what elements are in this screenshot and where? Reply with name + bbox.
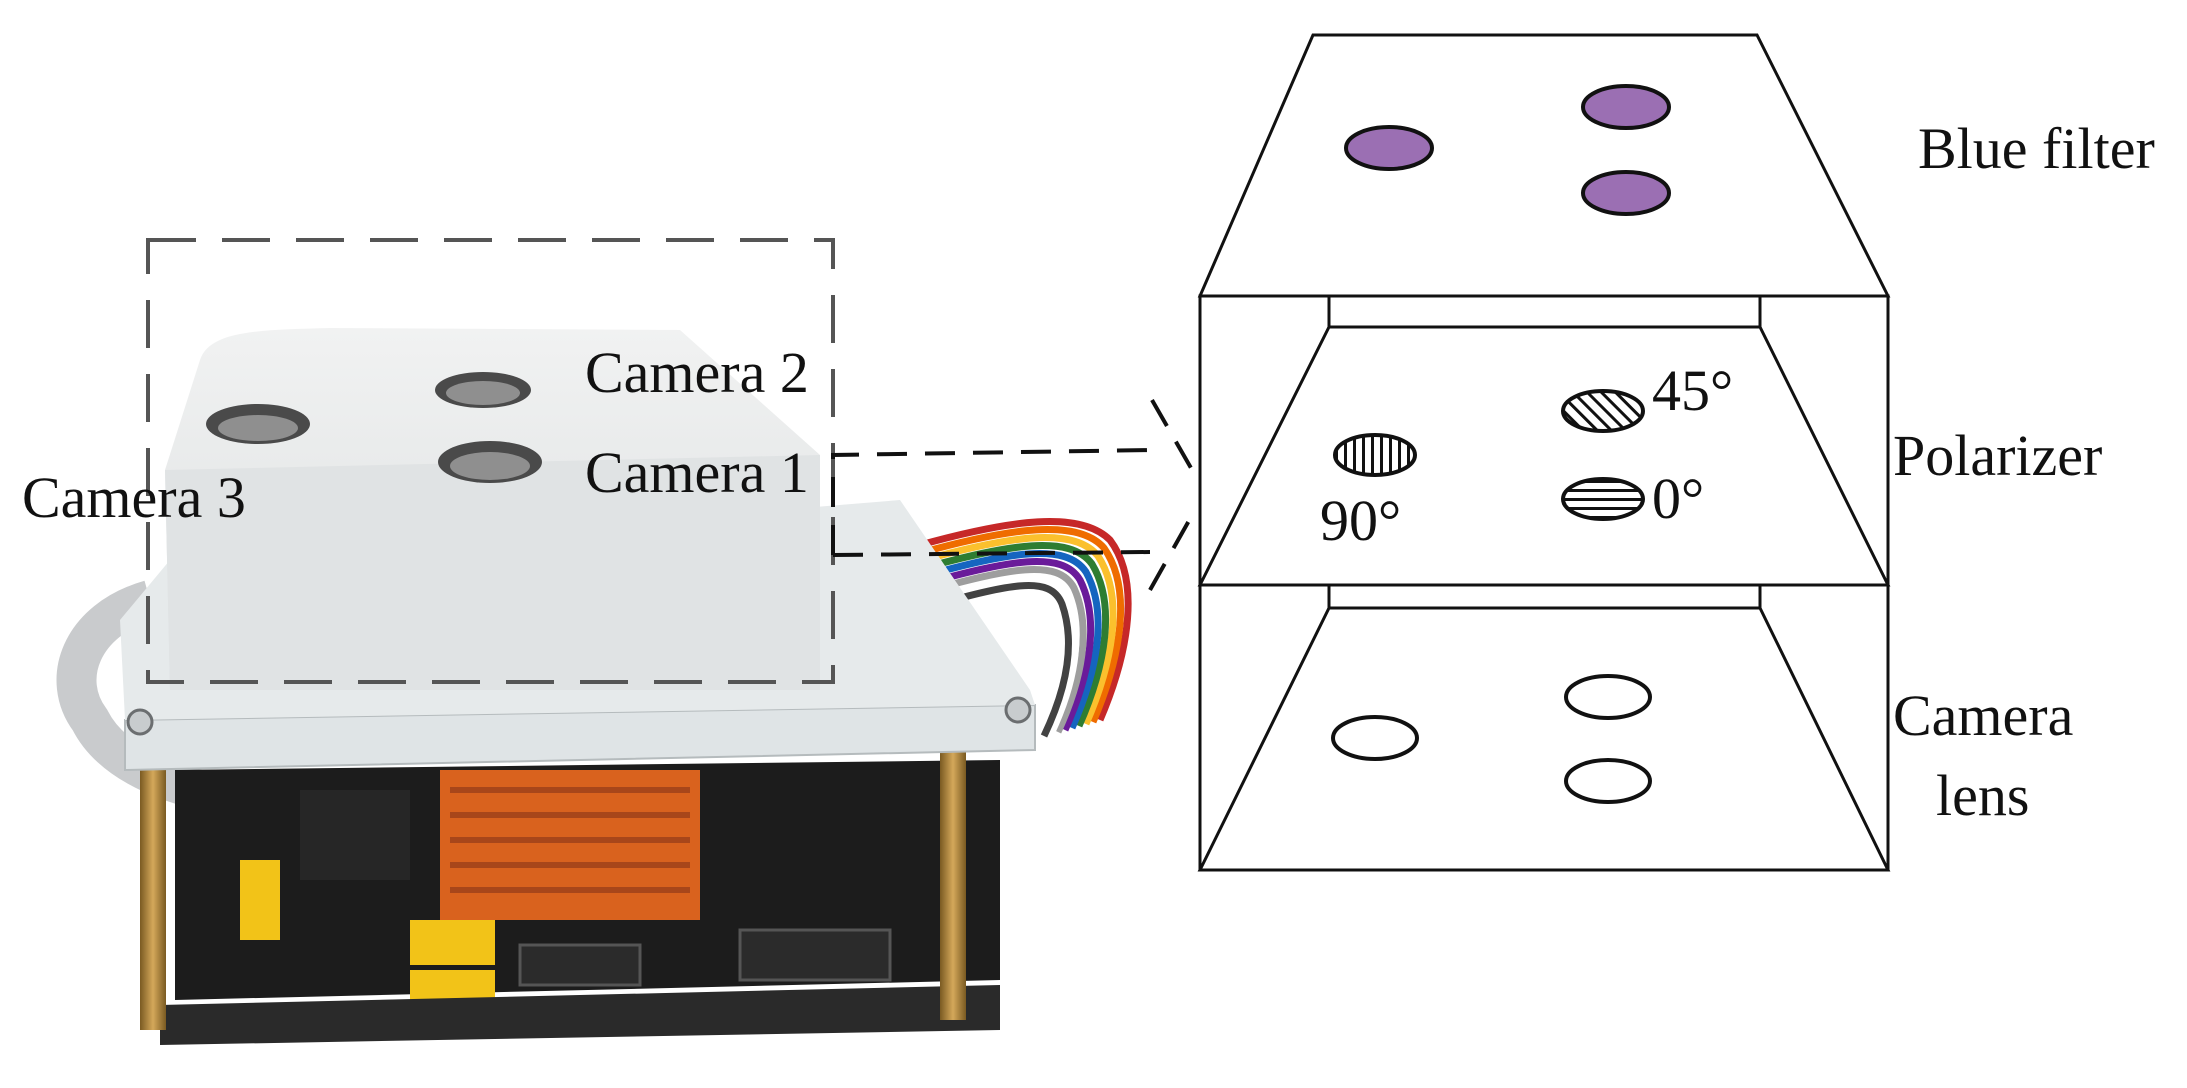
camera-lens-layer <box>1197 606 1891 872</box>
filter-circle-top-right <box>1581 84 1671 130</box>
label-angle-45: 45° <box>1652 358 1733 423</box>
standoff-right <box>940 740 966 1020</box>
lens-circles <box>1331 674 1652 804</box>
polarizer-90deg <box>1333 433 1417 477</box>
label-blue-filter: Blue filter <box>1918 116 2155 181</box>
label-polarizer: Polarizer <box>1893 423 2102 488</box>
label-camera3: Camera 3 <box>22 465 246 530</box>
exploded-view <box>1197 33 1891 872</box>
camera-enclosure <box>165 328 820 690</box>
rainbow-cables <box>919 518 1132 738</box>
circuit-board <box>160 760 1000 1045</box>
filter-circle-left <box>1344 125 1434 171</box>
label-angle-0: 0° <box>1652 466 1704 531</box>
callout-dashed-box <box>146 238 835 684</box>
label-camera-lens-2: lens <box>1936 763 2029 828</box>
polarizer-0deg <box>1561 477 1645 521</box>
label-angle-90: 90° <box>1320 488 1401 553</box>
screw-left <box>126 708 154 736</box>
lens-circle-bottom-right <box>1564 758 1652 804</box>
lens-circle-top-right <box>1564 674 1652 720</box>
standoff-left <box>140 750 166 1030</box>
blue-filter-layer <box>1197 33 1891 298</box>
polarizer-45deg <box>1561 389 1645 433</box>
label-camera1: Camera 1 <box>585 440 809 505</box>
label-camera2: Camera 2 <box>585 340 809 405</box>
filter-circle-bottom-right <box>1581 170 1671 216</box>
lens-circle-left <box>1331 715 1419 761</box>
label-camera-lens-1: Camera <box>1893 683 2073 748</box>
layer-box <box>1198 294 1890 872</box>
device-photo: Camera 3 Camera 2 Camera 1 <box>22 238 1197 1045</box>
top-plate <box>124 703 1036 772</box>
screw-right <box>1004 696 1032 724</box>
yellow-header <box>410 920 495 965</box>
polarizer-circles <box>1333 389 1645 521</box>
blue-filter-circles <box>1344 84 1671 216</box>
callout-connector <box>831 399 1197 591</box>
polarizer-layer <box>1197 325 1891 587</box>
heatsink <box>440 770 700 920</box>
